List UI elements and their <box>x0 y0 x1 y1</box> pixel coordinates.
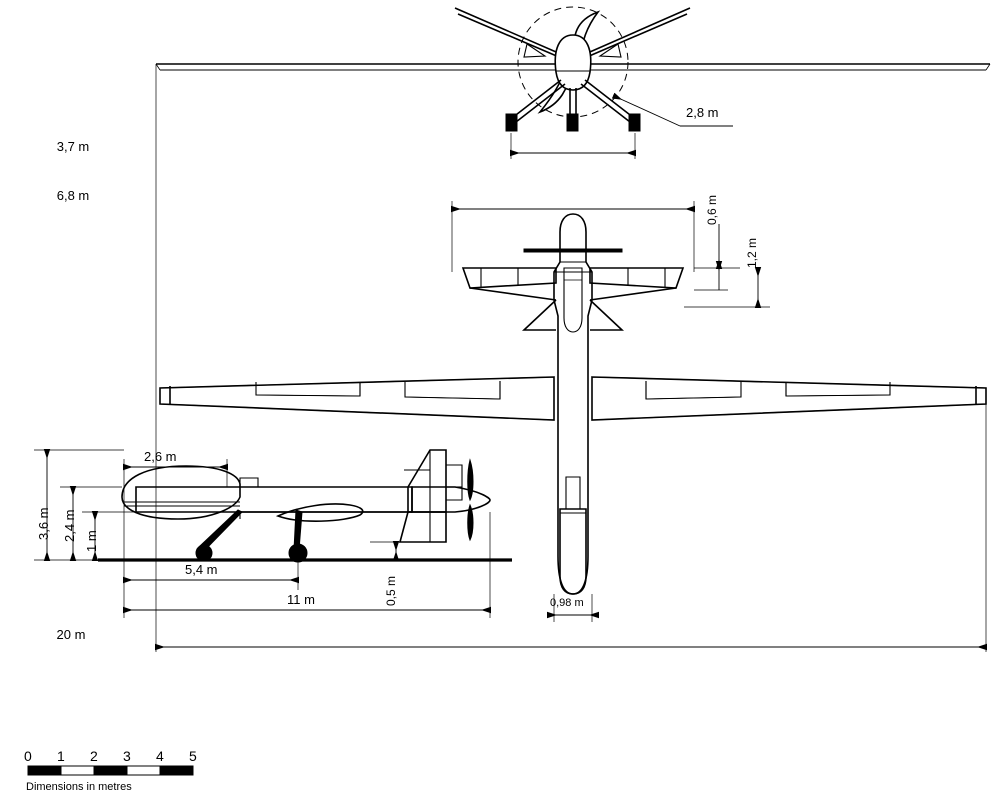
dim-wingspan <box>155 64 987 652</box>
side-view-nose-wheel <box>195 544 213 562</box>
dim-gear-track <box>510 133 636 159</box>
dim-label-overall-length: 11 m <box>287 592 315 607</box>
dim-label-tailplane-span-wrap: 6,8 m <box>0 188 1000 203</box>
front-view-nose-wheel <box>566 113 579 132</box>
scale-tick-1: 1 <box>57 748 65 764</box>
dim-label-gear-track: 3,7 m <box>56 139 90 154</box>
dim-label-tailplane-span: 6,8 m <box>56 188 90 203</box>
front-view-fuselage-section <box>554 34 592 91</box>
dim-label-fuselage-top-height: 2,4 m <box>62 509 77 542</box>
dim-label-fuselage-bottom-height: 1 m <box>84 530 99 552</box>
dim-label-nose-length: 2,6 m <box>144 449 177 464</box>
front-view-group <box>155 6 991 159</box>
dim-label-wingspan: 20 m <box>56 627 86 642</box>
side-view-nose-radome <box>121 465 241 520</box>
dim-label-wheelbase: 5,4 m <box>185 562 218 577</box>
top-view-left-wing <box>159 376 555 421</box>
top-view-vtail-lower <box>521 299 625 331</box>
dim-label-tail-clearance: 0,5 m <box>384 575 398 606</box>
top-view-payload-bay <box>563 267 583 333</box>
dim-label-tail-offset-upper: 0,6 m <box>705 194 719 225</box>
dim-fuselage-top-height <box>60 486 122 561</box>
dim-tail-offset-lower <box>684 261 770 308</box>
side-view-upper-fin <box>407 449 463 513</box>
dim-label-gear-track-wrap: 3,7 m <box>0 139 1000 154</box>
side-view-group <box>34 449 512 618</box>
scale-segment-4 <box>159 765 194 776</box>
dim-tail-offset-upper <box>694 224 740 291</box>
top-view-wing-root <box>553 377 593 420</box>
scale-segment-3 <box>126 765 161 776</box>
scale-tick-2: 2 <box>90 748 98 764</box>
dim-prop-diameter <box>611 92 733 127</box>
dim-fuselage-width <box>547 594 599 622</box>
side-view-fuselage <box>135 486 491 513</box>
top-view-upper-fin <box>523 248 623 253</box>
top-view-right-wing <box>591 376 987 421</box>
dim-nose-length <box>123 459 228 497</box>
top-view-sensor-ball <box>559 476 587 595</box>
scale-bar-caption: Dimensions in metres <box>26 781 132 793</box>
front-view-landing-gear <box>505 79 641 132</box>
scale-bar-group <box>27 765 194 776</box>
scale-tick-0: 0 <box>24 748 32 764</box>
top-view-group <box>155 64 987 652</box>
dim-label-wingspan-wrap: 20 m <box>0 627 1000 642</box>
side-view-dorsal-step <box>239 477 259 487</box>
side-view-wing <box>240 503 412 522</box>
scale-segment-2 <box>93 765 128 776</box>
front-view-vtail <box>454 7 691 61</box>
dim-label-overall-height: 3,6 m <box>36 507 51 540</box>
front-view-right-wheel <box>628 113 641 132</box>
dim-tail-clearance <box>370 541 404 561</box>
dim-overall-height <box>34 449 124 561</box>
scale-segment-1 <box>60 765 95 776</box>
side-view-main-wheel <box>288 543 308 563</box>
dim-label-tail-offset-lower: 1,2 m <box>745 237 759 268</box>
dim-wheelbase <box>123 497 299 590</box>
side-view-lower-fin <box>398 511 447 543</box>
dim-overall-length <box>123 512 491 618</box>
dim-tailplane-span <box>451 201 695 272</box>
top-view-vtail-surfaces <box>461 267 685 301</box>
dim-label-prop-diameter: 2,8 m <box>686 105 719 120</box>
front-view-left-wheel <box>505 113 518 132</box>
scale-tick-3: 3 <box>123 748 131 764</box>
dim-fuselage-bottom-height <box>82 511 136 561</box>
dim-label-fuselage-width: 0,98 m <box>550 597 584 609</box>
scale-tick-4: 4 <box>156 748 164 764</box>
scale-segment-0 <box>27 765 62 776</box>
side-view-landing-gear <box>195 509 308 563</box>
side-view-propeller <box>467 458 474 542</box>
scale-tick-5: 5 <box>189 748 197 764</box>
